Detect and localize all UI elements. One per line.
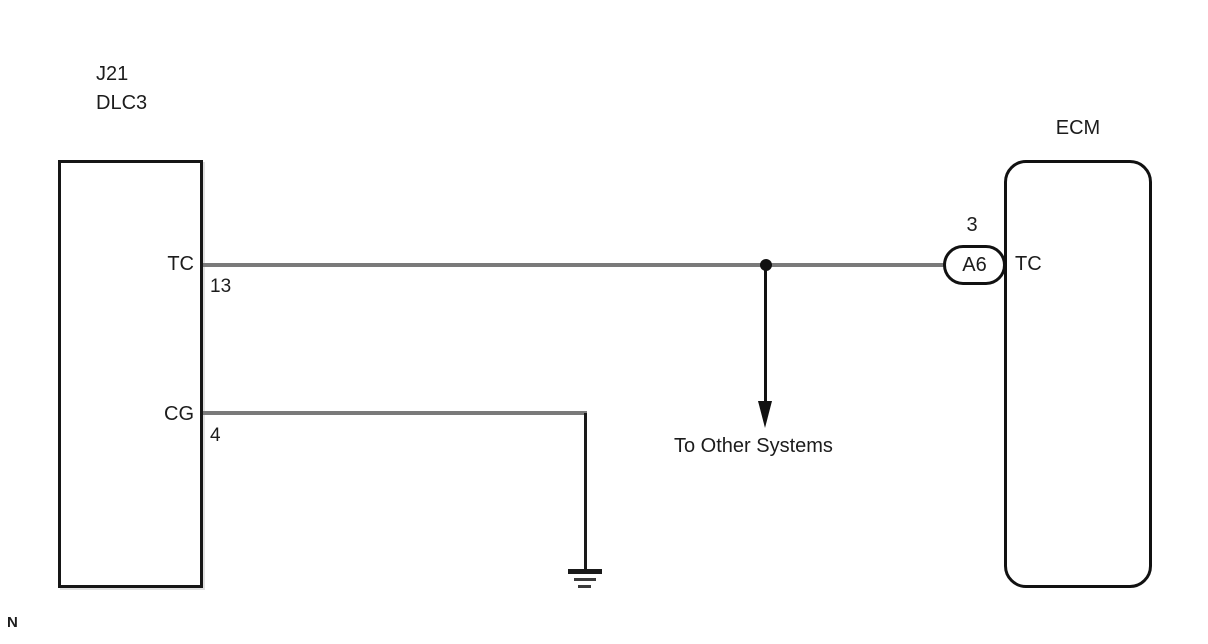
connector-label: J21 DLC3 xyxy=(96,60,147,118)
down-arrow-icon xyxy=(758,401,772,428)
ground-icon-bar2 xyxy=(574,578,596,581)
ecm-box xyxy=(1004,160,1152,588)
branch-arrow-line xyxy=(764,265,767,403)
ground-icon-bar3 xyxy=(578,585,591,588)
connector-name: DLC3 xyxy=(96,92,148,114)
ecm-pin-number: 3 xyxy=(966,214,978,236)
ecm-title: ECM xyxy=(1055,117,1101,139)
ecm-pin-label-tc: TC xyxy=(1015,253,1042,275)
branch-label: To Other Systems xyxy=(674,435,833,457)
pin-number-cg: 4 xyxy=(210,425,221,446)
footnote-marker: N xyxy=(7,614,18,631)
ground-drop-line xyxy=(584,413,587,571)
ground-icon xyxy=(568,569,602,574)
connector-code: J21 xyxy=(96,63,129,85)
cg-ground-wire xyxy=(203,411,587,415)
pin-label-tc: TC xyxy=(167,253,194,275)
pin-label-cg: CG xyxy=(164,403,194,425)
dlc3-connector-box xyxy=(58,160,203,588)
ecm-terminal-oval: A6 xyxy=(943,245,1006,285)
tc-signal-wire xyxy=(203,263,944,267)
pin-number-tc: 13 xyxy=(210,276,232,297)
